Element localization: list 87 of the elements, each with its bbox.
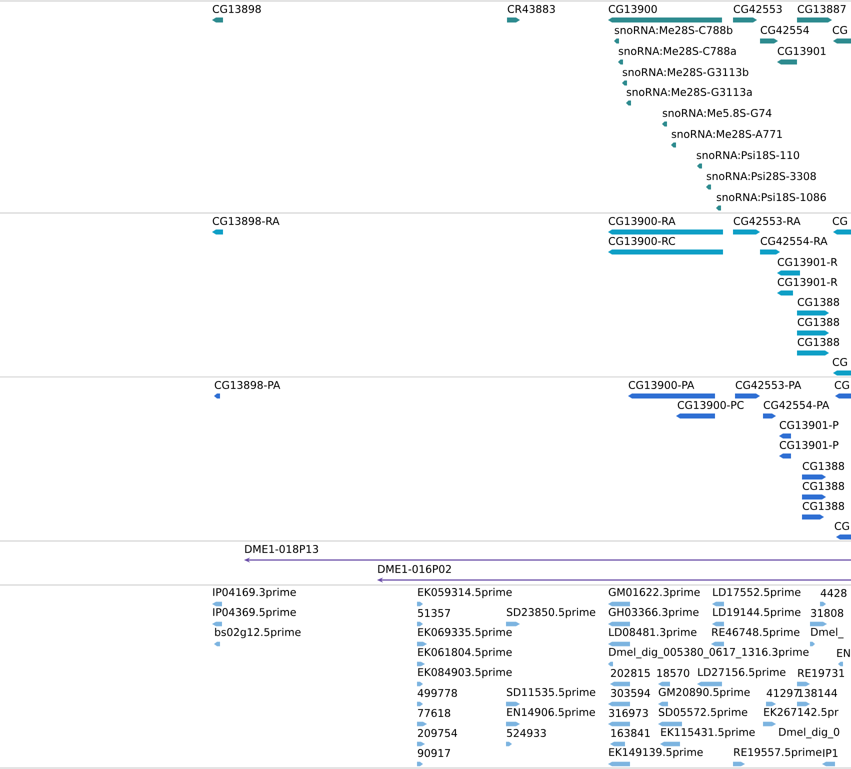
feature-label: CG1388 [798, 298, 840, 306]
feature-label: bs02g12.5prime [215, 628, 301, 638]
feature-label: 51357 [418, 609, 450, 618]
feature-label: CG [834, 522, 849, 530]
feature-label: CG42554-RA [760, 237, 828, 246]
feature-label: snoRNA:Me28S-G3113b [622, 68, 748, 76]
feature-label: RE19557.5prime [734, 748, 822, 758]
feature-label: 31808 [811, 609, 844, 618]
feature-label: CG13901-P [780, 421, 838, 430]
feature-label: CG [832, 217, 847, 226]
feature-label: CG13887 [798, 5, 846, 14]
feature-label: snoRNA:Psi18S-1086 [716, 192, 826, 202]
feature-label: 524933 [507, 729, 546, 738]
feature-label: snoRNA:Psi28S-3308 [706, 172, 816, 180]
feature-label: EN14906.5prime [507, 708, 595, 718]
feature-label: CG13898-PA [214, 381, 280, 390]
feature-label: CG1388 [798, 338, 840, 346]
feature-label: 90917 [418, 749, 450, 758]
feature-label: 77618 [418, 709, 450, 718]
feature-label: RE46748.5prime [712, 628, 800, 638]
feature-label: Dmel_ [811, 628, 844, 638]
feature-label: CG13898 [212, 5, 261, 14]
feature-label: 4428 [820, 589, 846, 598]
feature-label: snoRNA:Me28S-G3113a [626, 88, 752, 96]
feature-label: SD23850.5prime [506, 608, 596, 618]
feature-label: snoRNA:Me28S-C788b [614, 26, 732, 34]
feature-label: CG13900-PC [678, 401, 744, 410]
feature-label: 202815 [611, 669, 650, 678]
feature-label: CG42553-PA [736, 381, 802, 390]
feature-label: CG42553 [734, 5, 782, 14]
feature-label: snoRNA:Psi18S-110 [696, 150, 800, 160]
feature-label: EK149139.5prime [609, 748, 703, 758]
feature-label: CG [832, 26, 847, 34]
feature-label: CG13901-R [778, 258, 838, 266]
feature-label: CG13901-R [778, 278, 838, 286]
feature-label: EN [837, 649, 850, 657]
feature-label: EK061804.5prime [418, 648, 512, 658]
feature-label: snoRNA:Me28S-C788a [618, 47, 736, 56]
feature-label: CG42553-RA [734, 217, 800, 226]
feature-label: DME1-016P02 [378, 565, 451, 574]
feature-label: snoRNA:Me28S-A771 [672, 130, 782, 138]
feature-label: CG13898-RA [212, 217, 280, 226]
feature-label: LD27156.5prime [698, 668, 786, 678]
feature-label: IP1 [823, 749, 838, 757]
feature-label: CG13900-PA [628, 381, 694, 390]
feature-label: CG13900 [608, 5, 657, 14]
feature-label: 316973 [609, 709, 648, 718]
feature-label: CG1388 [802, 462, 844, 470]
feature-label: EK115431.5prime [661, 728, 755, 738]
feature-label: IP04169.3prime [213, 588, 296, 598]
feature-label: CG13900-RC [608, 237, 676, 246]
feature-label: 303594 [611, 689, 650, 698]
feature-label: CG42554 [760, 26, 809, 34]
feature-label: Dmel_dig_005380_0617_1316.3prime [609, 648, 809, 658]
feature-label: DME1-018P13 [245, 545, 318, 554]
feature-label: SD11535.5prime [506, 688, 596, 698]
feature-label: RE19731 [798, 669, 844, 678]
feature-label: snoRNA:Me5.8S-G74 [662, 109, 772, 118]
feature-label: SD05572.5prime [658, 708, 748, 718]
feature-label: LD19144.5prime [713, 608, 800, 618]
feature-label: GH03366.3prime [608, 608, 699, 618]
feature-label: EK059314.5prime [418, 588, 512, 598]
feature-label: 138144 [798, 689, 838, 698]
feature-label: CG [832, 358, 847, 366]
feature-label: 41297 [766, 689, 799, 698]
feature-label: 499778 [418, 689, 457, 698]
feature-label: Dmel_dig_0 [779, 728, 840, 738]
feature-label: CG42554-PA [764, 401, 830, 410]
feature-label: CG13901 [778, 47, 826, 56]
feature-label: CG1388 [802, 502, 844, 510]
feature-label: EK069335.5prime [418, 628, 512, 638]
feature-label: 18570 [657, 669, 690, 678]
feature-label: CG13901-P [780, 441, 838, 450]
feature-label: EK267142.5pr [764, 708, 839, 718]
feature-label: 163841 [611, 729, 650, 738]
feature-label: EK084903.5prime [418, 668, 512, 678]
feature-label: CG13900-RA [608, 217, 676, 226]
feature-label: CR43883 [508, 5, 555, 14]
feature-label: LD08481.3prime [609, 628, 696, 638]
feature-label: GM20890.5prime [658, 688, 750, 698]
feature-label: CG1388 [802, 482, 844, 490]
feature-label: CG1388 [798, 318, 840, 326]
feature-label: CG [834, 381, 849, 390]
feature-label: GM01622.3prime [608, 588, 700, 598]
feature-label: IP04369.5prime [213, 608, 296, 618]
feature-label: LD17552.5prime [713, 588, 800, 598]
feature-label: 209754 [418, 729, 458, 738]
